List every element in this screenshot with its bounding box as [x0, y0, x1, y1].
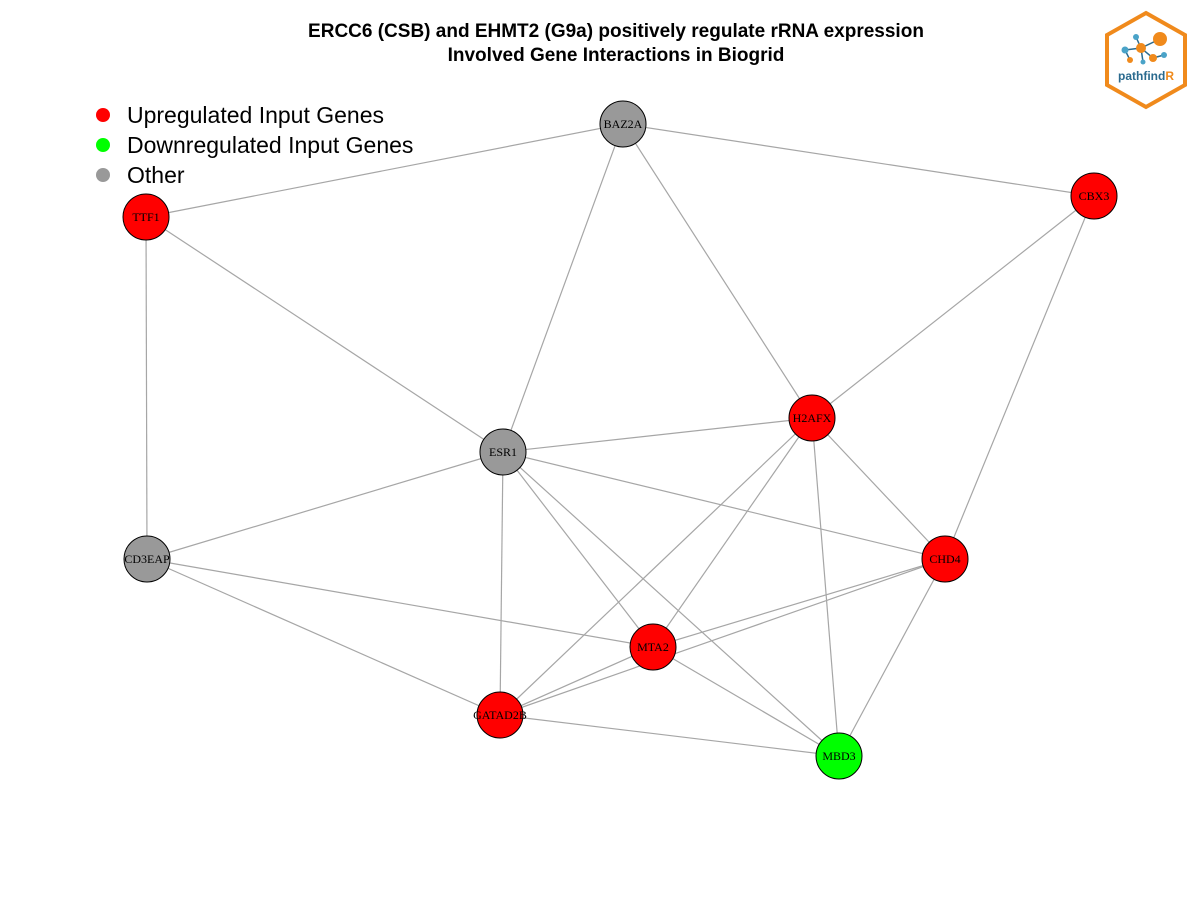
edge-cbx3-h2afx	[811, 195, 1095, 419]
node-label-mbd3: MBD3	[822, 749, 855, 763]
node-circle-h2afx	[788, 394, 836, 442]
node-circle-ttf1	[122, 193, 170, 241]
legend-label-upregulated: Upregulated Input Genes	[127, 101, 385, 128]
node-circle-esr1	[479, 428, 527, 476]
node-label-cd3eap: CD3EAP	[124, 552, 170, 566]
node-circle-cbx3	[1070, 172, 1118, 220]
node-label-ttf1: TTF1	[132, 210, 159, 224]
edge-cd3eap-gatad2b	[146, 558, 501, 716]
node-label-h2afx: H2AFX	[793, 411, 832, 425]
legend-label-downregulated: Downregulated Input Genes	[127, 131, 414, 158]
edge-esr1-chd4	[502, 451, 946, 560]
legend-item-upregulated: Upregulated Input Genes	[96, 100, 413, 130]
edge-esr1-cd3eap	[146, 451, 504, 560]
edge-esr1-mbd3	[502, 451, 840, 757]
node-circle-baz2a	[599, 100, 647, 148]
node-h2afx: H2AFX	[788, 394, 836, 442]
legend-label-other: Other	[127, 161, 185, 188]
edge-baz2a-ttf1	[145, 123, 624, 218]
legend-item-downregulated: Downregulated Input Genes	[96, 130, 413, 160]
node-circle-cd3eap	[123, 535, 171, 583]
edge-chd4-mta2	[652, 558, 946, 648]
node-label-esr1: ESR1	[489, 445, 517, 459]
edge-mta2-gatad2b	[499, 646, 654, 716]
edge-h2afx-chd4	[811, 417, 946, 560]
chart-title: ERCC6 (CSB) and EHMT2 (G9a) positively r…	[308, 21, 924, 42]
node-label-cbx3: CBX3	[1079, 189, 1110, 203]
edge-baz2a-h2afx	[622, 123, 813, 419]
node-cbx3: CBX3	[1070, 172, 1118, 220]
edge-esr1-h2afx	[502, 417, 813, 453]
node-label-mta2: MTA2	[637, 640, 669, 654]
node-mta2: MTA2	[629, 623, 677, 671]
logo-text: pathfindR	[1103, 69, 1189, 83]
node-esr1: ESR1	[479, 428, 527, 476]
legend-dot-upregulated	[96, 108, 110, 122]
legend: Upregulated Input Genes Downregulated In…	[96, 100, 413, 190]
edge-mta2-mbd3	[652, 646, 840, 757]
edge-baz2a-cbx3	[622, 123, 1095, 197]
edge-esr1-mta2	[502, 451, 654, 648]
node-label-gatad2b: GATAD2B	[473, 708, 527, 722]
edge-h2afx-mbd3	[811, 417, 840, 757]
node-label-chd4: CHD4	[929, 552, 960, 566]
pathfindr-logo: pathfindR	[1103, 10, 1189, 110]
network-edges	[145, 123, 1095, 757]
edge-ttf1-cd3eap	[145, 216, 148, 560]
node-baz2a: BAZ2A	[599, 100, 647, 148]
chart-subtitle: Involved Gene Interactions in Biogrid	[447, 45, 785, 66]
hexagon-logo-icon	[1105, 10, 1187, 110]
node-ttf1: TTF1	[122, 193, 170, 241]
logo-text-accent: R	[1165, 69, 1174, 83]
logo-text-main: pathfind	[1118, 69, 1166, 83]
node-label-baz2a: BAZ2A	[604, 117, 643, 131]
node-gatad2b: GATAD2B	[473, 691, 527, 739]
node-circle-gatad2b	[476, 691, 524, 739]
edge-chd4-gatad2b	[499, 558, 946, 716]
edge-chd4-mbd3	[838, 558, 946, 757]
legend-item-other: Other	[96, 160, 413, 190]
node-circle-mta2	[629, 623, 677, 671]
node-cd3eap: CD3EAP	[123, 535, 171, 583]
legend-dot-downregulated	[96, 138, 110, 152]
node-chd4: CHD4	[921, 535, 969, 583]
node-circle-chd4	[921, 535, 969, 583]
edge-esr1-gatad2b	[499, 451, 504, 716]
edge-h2afx-mta2	[652, 417, 813, 648]
edge-ttf1-esr1	[145, 216, 504, 453]
node-mbd3: MBD3	[815, 732, 863, 780]
node-circle-mbd3	[815, 732, 863, 780]
edge-cbx3-chd4	[944, 195, 1095, 560]
edge-gatad2b-mbd3	[499, 714, 840, 757]
edge-baz2a-esr1	[502, 123, 624, 453]
edge-h2afx-gatad2b	[499, 417, 813, 716]
legend-dot-other	[96, 168, 110, 182]
edge-cd3eap-mta2	[146, 558, 654, 648]
